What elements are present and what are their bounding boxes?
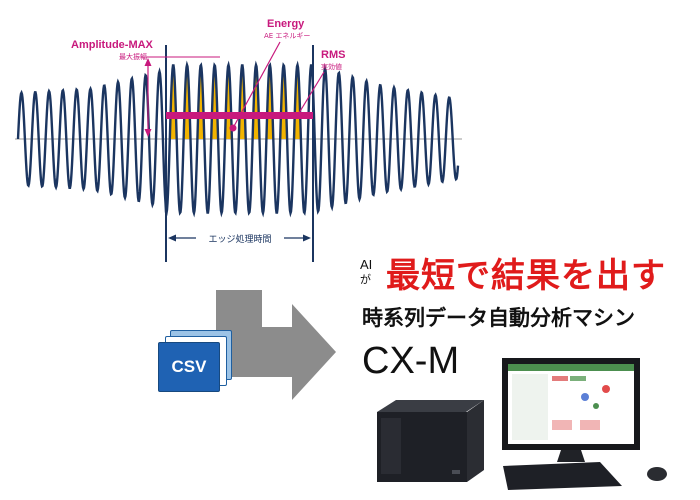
rms-pointer: [298, 71, 325, 114]
rms-label-jp: 実効値: [321, 62, 342, 71]
ga-particle: が: [360, 273, 371, 286]
csv-file-icon: CSV: [158, 342, 220, 392]
rms-label: RMS: [321, 49, 345, 61]
amplitude-max-label-jp: 最大振幅: [119, 52, 147, 61]
mouse-icon: [647, 467, 667, 481]
edge-time-label: エッジ処理時間: [208, 233, 271, 245]
edge-time-arrow-right: [303, 234, 311, 242]
product-name: CX-M: [362, 340, 460, 382]
keyboard-icon: [503, 462, 622, 490]
tower-pc-icon: [377, 400, 484, 482]
energy-pointer: [232, 41, 281, 129]
headline: 最短で結果を出す: [386, 256, 666, 296]
subheadline: 時系列データ自動分析マシン: [362, 306, 635, 330]
ai-tag: AI が: [360, 258, 372, 286]
ai-label: AI: [360, 257, 373, 272]
energy-pointer-dot: [229, 124, 237, 132]
monitor-icon: [502, 358, 640, 462]
edge-time-arrow-left: [168, 234, 176, 242]
waveform-signal: [16, 60, 460, 218]
energy-label-jp: AE エネルギー: [264, 32, 310, 40]
energy-fill-lobe: [239, 65, 246, 139]
amplitude-arrow-head-top: [144, 58, 152, 66]
energy-fill-lobe: [170, 65, 177, 139]
amplitude-max-label: Amplitude-MAX: [71, 39, 154, 51]
flow-arrow: [216, 290, 336, 400]
amplitude-arrow-head-bottom: [144, 129, 152, 137]
energy-label: Energy: [267, 18, 305, 30]
